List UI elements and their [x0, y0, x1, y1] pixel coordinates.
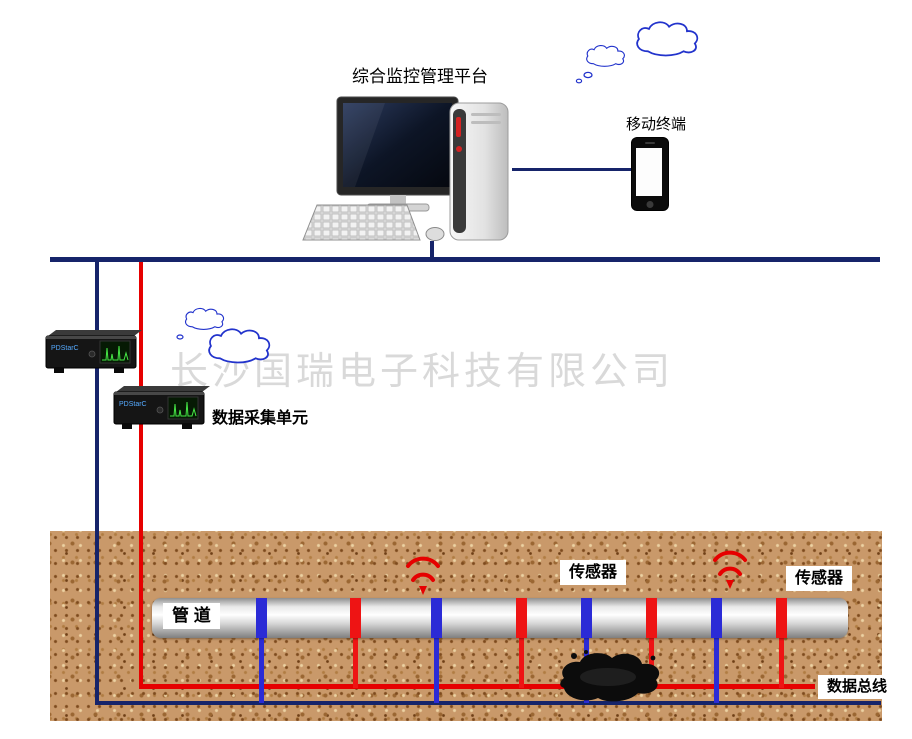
keyboard-icon	[302, 204, 421, 241]
data-bus-label: 数据总线	[818, 675, 897, 699]
sensor-label: 传感器	[560, 560, 627, 586]
wireless-signal-icon	[713, 550, 747, 589]
desktop-computer	[302, 96, 509, 241]
red-trunk-line	[139, 262, 143, 688]
cloud-icon	[176, 307, 271, 364]
pipeline	[152, 598, 848, 638]
daq-brand-text: PDStarC	[51, 345, 79, 352]
leak-blob-icon	[560, 650, 660, 702]
daq-unit-label: 数据采集单元	[212, 410, 309, 427]
phone-home-button	[646, 201, 654, 208]
tower-pc-icon	[449, 102, 509, 241]
pipeline-label: 管 道	[163, 603, 220, 630]
sensor-drop-line	[714, 636, 719, 703]
smartphone-icon	[631, 137, 669, 211]
daq-unit-icon: PDStarC	[113, 386, 210, 429]
phone-screen	[636, 148, 662, 196]
sensor-band	[431, 598, 442, 638]
sensor-drop-line	[259, 636, 264, 703]
sensor-drop-line	[649, 636, 654, 688]
mouse-icon	[425, 227, 445, 241]
sensor-band	[516, 598, 527, 638]
daq-unit-icon: PDStarC	[45, 330, 142, 373]
sensor-drop-line	[434, 636, 439, 703]
phone-speaker	[645, 142, 655, 144]
platform-title: 综合监控管理平台	[352, 67, 488, 86]
sensor-band	[646, 598, 657, 638]
sensor-band	[350, 598, 361, 638]
blue-data-bus-line	[95, 701, 881, 705]
sensor-band	[581, 598, 592, 638]
monitor-icon	[336, 96, 459, 212]
network-bus-line	[50, 257, 880, 262]
red-data-bus-line	[139, 684, 815, 689]
wireless-signal-icon	[406, 556, 440, 595]
sensor-drop-line	[519, 636, 524, 688]
sensor-band	[776, 598, 787, 638]
sensor-band	[256, 598, 267, 638]
sensor-label: 传感器	[786, 566, 853, 592]
sensor-drop-line	[779, 636, 784, 688]
blue-trunk-line	[95, 262, 99, 704]
cloud-icon	[575, 21, 699, 84]
sensor-drop-line	[353, 636, 358, 688]
sensor-band	[711, 598, 722, 638]
daq-brand-text: PDStarC	[119, 401, 147, 408]
computer-drop-line	[430, 241, 434, 257]
mobile-terminal-label: 移动终端	[626, 116, 687, 133]
phone-link-line	[512, 168, 631, 171]
